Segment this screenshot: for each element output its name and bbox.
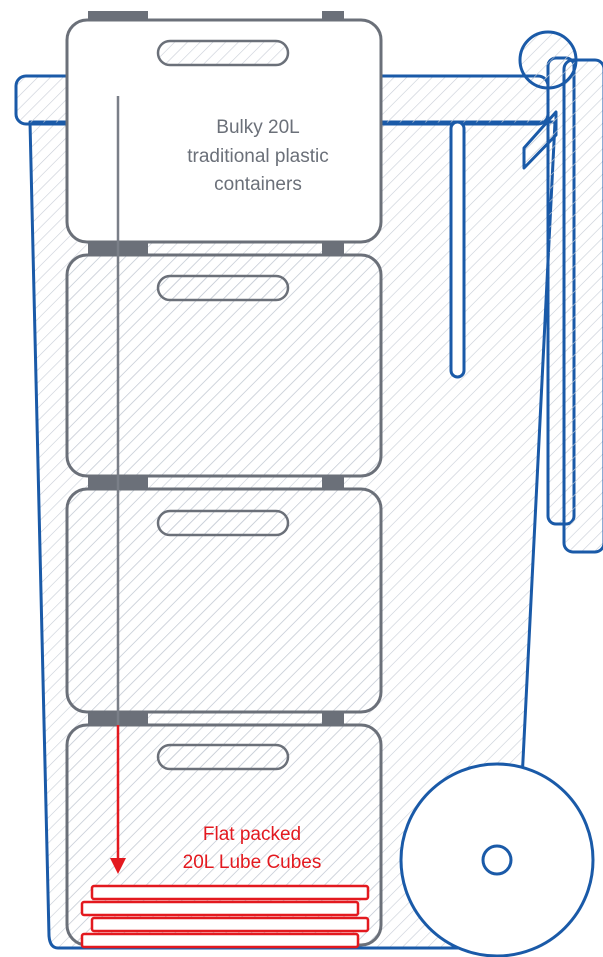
flat-sheet-2 <box>80 900 360 917</box>
flat-label-line-2: 20L Lube Cubes <box>183 852 322 873</box>
handle-slot <box>156 274 290 302</box>
bulky-containers-label: Bulky 20L traditional plastic containers <box>187 117 329 195</box>
connector-right-2 <box>322 477 344 488</box>
lid-hook <box>449 120 466 379</box>
handle-slot <box>156 39 290 67</box>
arrow-head <box>110 858 126 874</box>
bulky-label-line-3: containers <box>214 174 302 195</box>
top-tab-right <box>322 11 344 20</box>
top-tab-left <box>88 11 148 20</box>
down-arrow <box>110 96 126 874</box>
bulky-label-line-1: Bulky 20L <box>216 117 299 138</box>
container-body <box>65 18 383 244</box>
flat-sheet-3 <box>90 916 370 933</box>
container-body <box>65 253 383 478</box>
flat-sheet-4 <box>80 932 360 949</box>
handle-slot <box>156 509 290 537</box>
flat-sheet-1 <box>90 884 370 901</box>
bulky-label-line-2: traditional plastic <box>187 146 329 167</box>
handle-knob <box>518 30 578 90</box>
flat-packed-cubes <box>80 884 370 949</box>
flat-label-line-1: Flat packed <box>203 824 301 845</box>
handle-slot <box>156 743 290 771</box>
connector-right-1 <box>322 243 344 254</box>
container-body <box>65 487 383 714</box>
container-3 <box>65 487 383 714</box>
handle-bar-front <box>562 58 603 554</box>
container-1 <box>65 18 383 244</box>
flat-packed-label: Flat packed 20L Lube Cubes <box>183 824 322 873</box>
container-2 <box>65 253 383 478</box>
wheel-hub <box>481 844 513 876</box>
connector-right-3 <box>322 713 344 724</box>
